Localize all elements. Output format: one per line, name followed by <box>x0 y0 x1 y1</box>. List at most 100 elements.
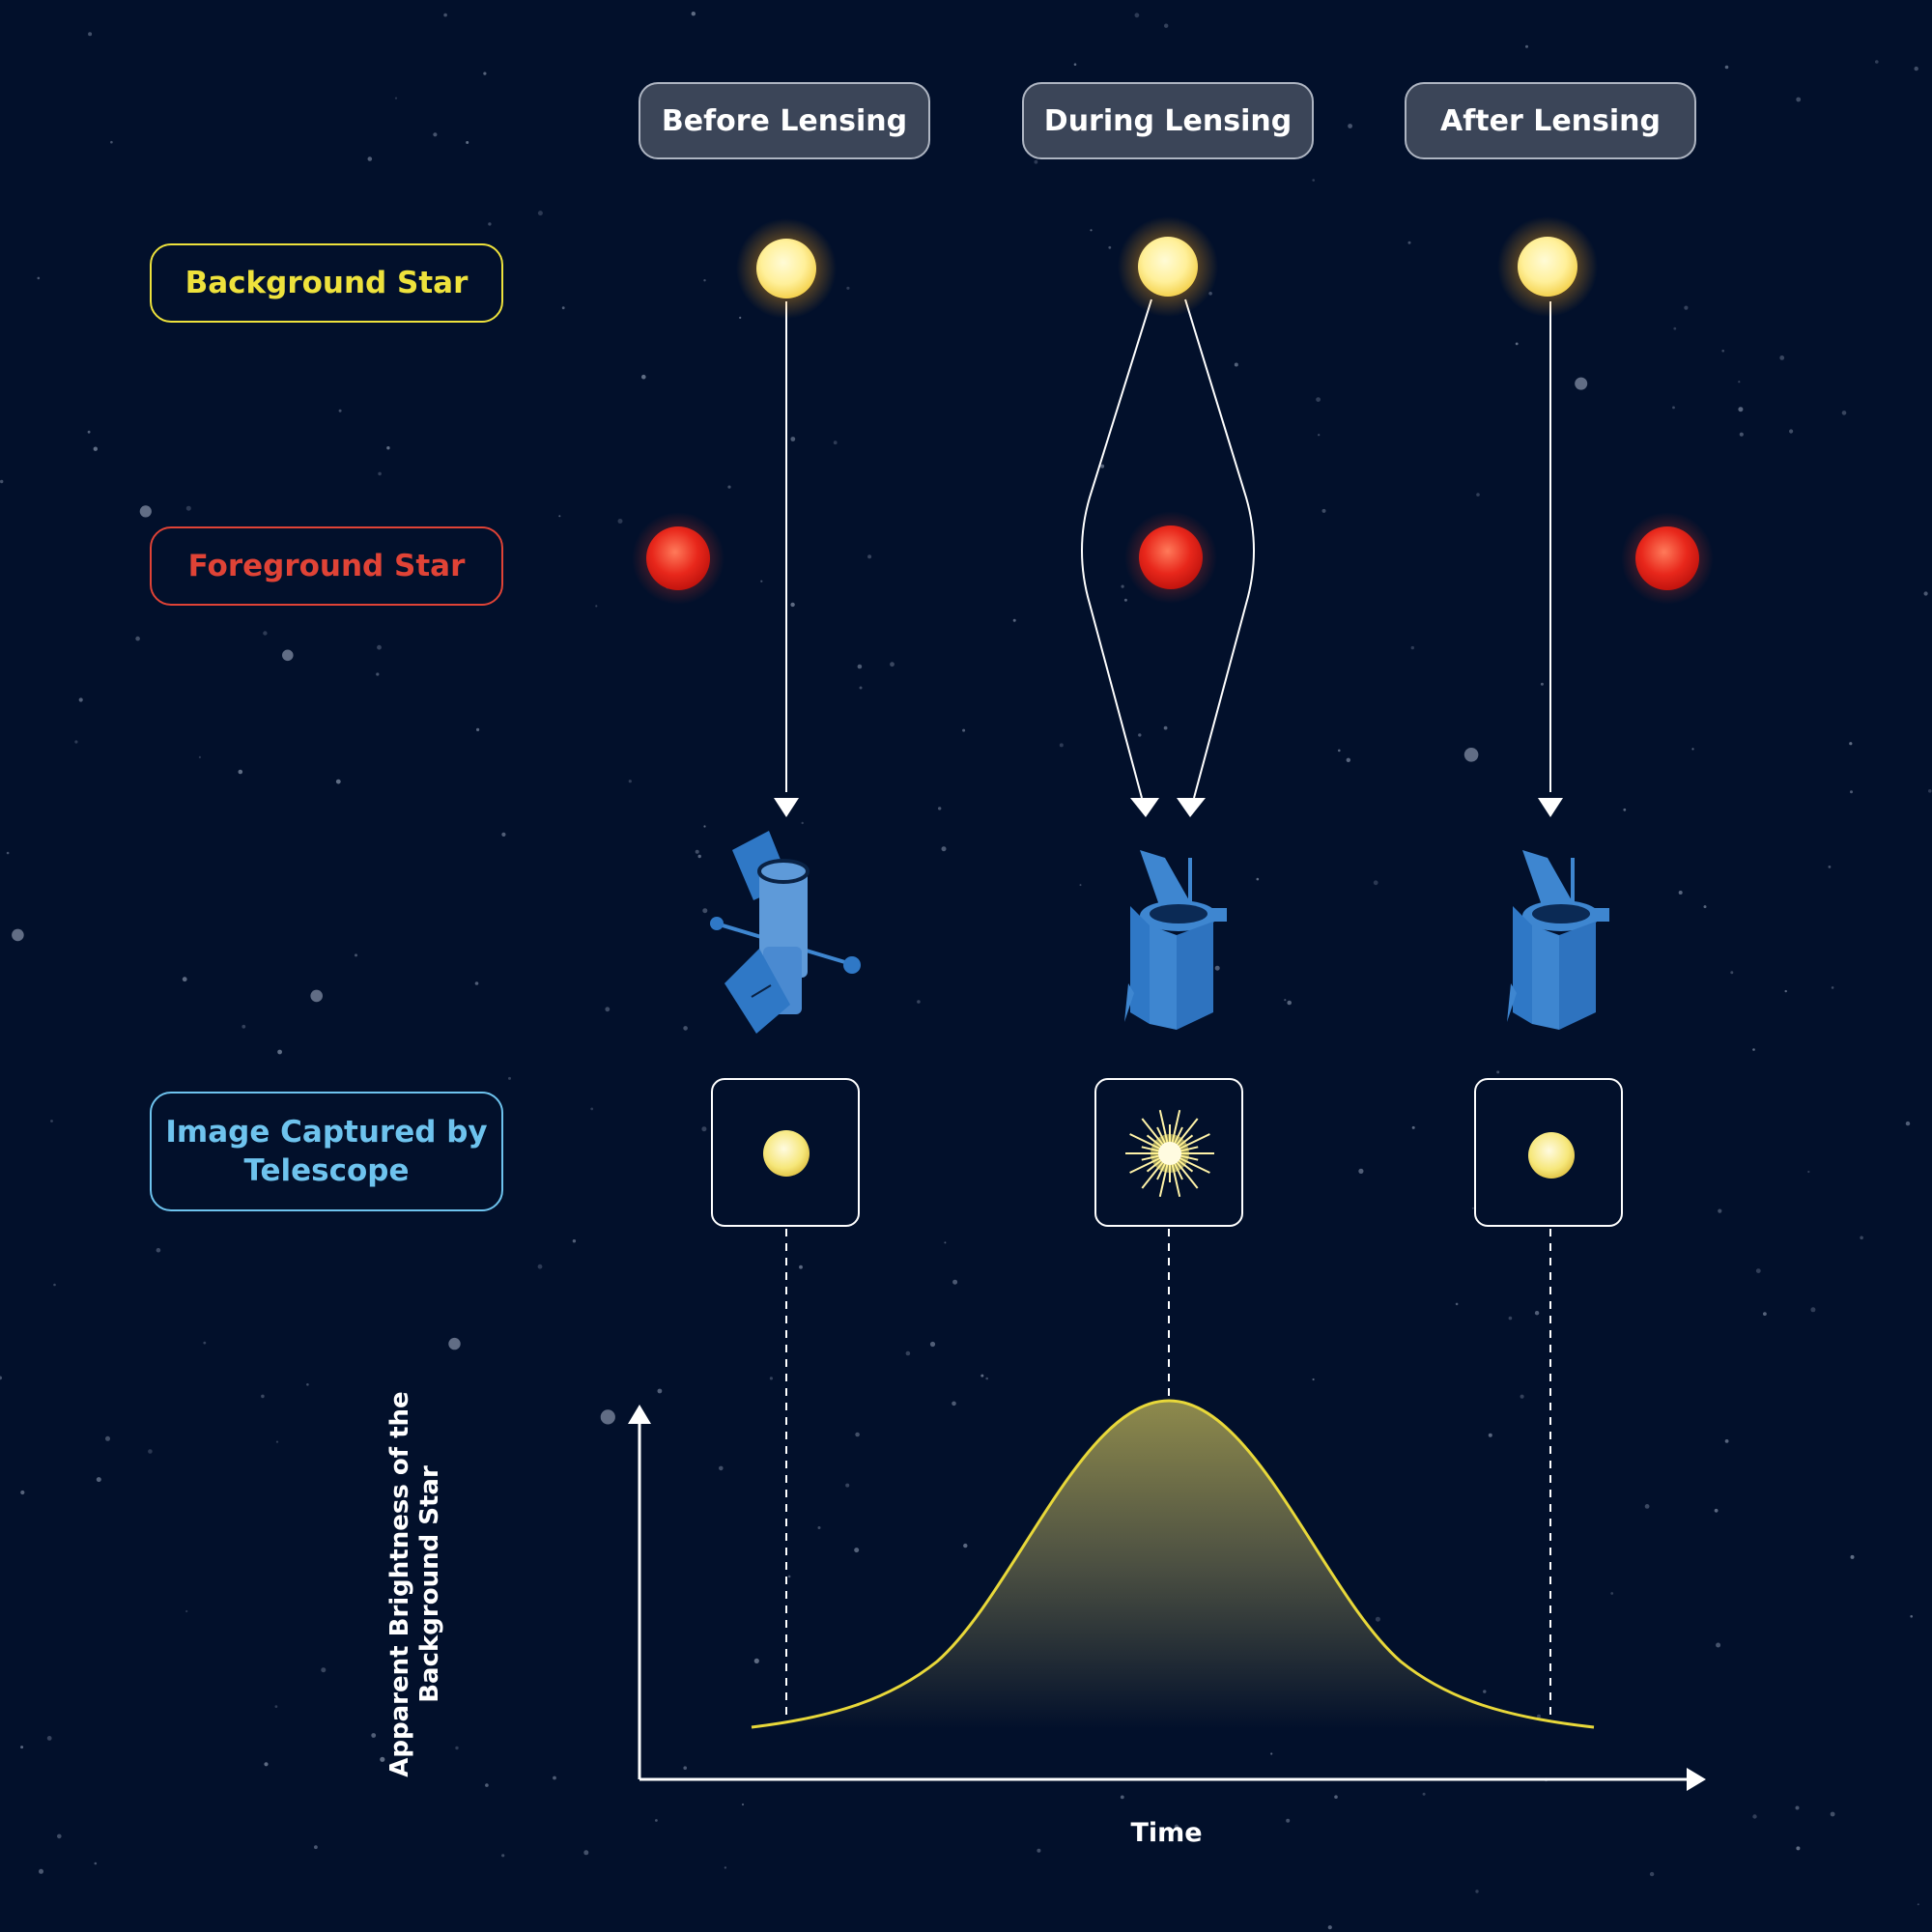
field-star <box>558 515 561 518</box>
field-star <box>787 1575 791 1578</box>
field-star <box>1525 44 1528 48</box>
field-star <box>1338 749 1341 753</box>
field-star <box>1270 1752 1273 1755</box>
field-star <box>242 1024 246 1029</box>
field-star <box>277 1049 282 1055</box>
field-star <box>1287 1000 1292 1006</box>
field-star <box>1214 965 1220 971</box>
field-star <box>753 1658 759 1663</box>
field-star <box>1483 1690 1487 1693</box>
field-star <box>1463 748 1479 762</box>
field-star <box>833 440 838 445</box>
field-star <box>590 1107 594 1111</box>
field-star <box>335 779 341 784</box>
field-star <box>1034 159 1038 164</box>
field-star <box>1703 905 1707 909</box>
field-star <box>1850 790 1853 794</box>
field-star <box>1763 1312 1767 1316</box>
field-star <box>1730 971 1734 975</box>
field-star <box>1721 349 1724 353</box>
field-star <box>760 580 763 582</box>
field-star <box>617 519 623 524</box>
field-star <box>1684 305 1689 310</box>
field-star <box>1515 342 1519 346</box>
field-star <box>1327 1925 1332 1930</box>
field-star <box>1334 1795 1338 1799</box>
field-star <box>600 1409 615 1425</box>
arrowhead-after <box>1538 798 1563 817</box>
field-star <box>376 672 380 676</box>
field-star <box>1738 381 1741 384</box>
field-star <box>371 1733 377 1738</box>
field-star <box>1312 1378 1315 1381</box>
field-star <box>719 1465 724 1471</box>
field-star <box>1079 884 1082 887</box>
field-star <box>1520 1394 1524 1399</box>
field-star <box>1411 1125 1415 1129</box>
field-star <box>110 140 113 144</box>
field-star <box>1849 742 1853 746</box>
field-star <box>1455 1302 1459 1306</box>
field-star <box>1828 866 1832 868</box>
field-star <box>962 728 966 732</box>
field-star <box>1540 682 1544 686</box>
field-star <box>1649 1871 1655 1877</box>
field-star <box>1796 1846 1801 1851</box>
field-star <box>741 1803 745 1806</box>
field-star <box>485 1783 489 1787</box>
field-star <box>724 1866 727 1869</box>
field-star <box>1286 1818 1291 1823</box>
field-star <box>1739 432 1744 437</box>
field-star <box>985 1377 988 1380</box>
field-star <box>952 1279 958 1285</box>
y-axis-arrow <box>628 1405 651 1424</box>
field-star <box>1672 406 1675 410</box>
background-star-after <box>1497 216 1598 317</box>
field-star <box>474 981 479 985</box>
field-star <box>857 664 863 669</box>
field-star <box>1716 1642 1721 1648</box>
field-star <box>476 727 480 732</box>
field-star <box>0 479 4 484</box>
field-star <box>1410 645 1415 650</box>
field-star <box>952 1401 956 1406</box>
field-star <box>695 849 699 854</box>
field-star <box>20 1746 24 1749</box>
field-star <box>1691 748 1694 751</box>
field-star <box>595 605 598 608</box>
field-star <box>867 554 872 559</box>
field-star <box>1012 618 1016 622</box>
field-star <box>282 649 294 662</box>
field-star <box>1164 23 1169 28</box>
field-star <box>1108 245 1112 249</box>
field-star <box>488 222 492 226</box>
field-star <box>483 71 487 75</box>
field-star <box>135 636 140 641</box>
field-star <box>1407 241 1411 244</box>
field-star <box>1738 407 1744 412</box>
field-star <box>1358 1168 1364 1174</box>
field-star <box>697 854 701 859</box>
field-star <box>1575 377 1588 390</box>
x-axis-arrow <box>1687 1768 1706 1791</box>
field-star <box>1100 464 1105 469</box>
captured-image-after <box>1474 1078 1623 1227</box>
field-star <box>683 1026 688 1031</box>
field-star <box>769 1377 774 1380</box>
space-telescope-icon-after <box>1507 850 1609 1030</box>
field-star <box>203 1341 207 1345</box>
field-star <box>702 908 708 914</box>
field-star <box>1537 1714 1541 1719</box>
background-stars <box>736 216 1598 319</box>
field-star <box>182 977 187 982</box>
light-ray-during-right <box>1184 298 1255 799</box>
field-star <box>12 928 24 942</box>
phase-after-lensing: After Lensing <box>1405 82 1696 159</box>
image-captured-label: Image Captured by Telescope <box>150 1092 503 1211</box>
field-star <box>433 132 438 137</box>
captured-image-during <box>1094 1078 1243 1227</box>
field-star <box>39 1868 43 1874</box>
field-star <box>501 832 506 838</box>
field-star <box>338 409 342 412</box>
hubble-telescope-icon <box>710 831 861 1034</box>
